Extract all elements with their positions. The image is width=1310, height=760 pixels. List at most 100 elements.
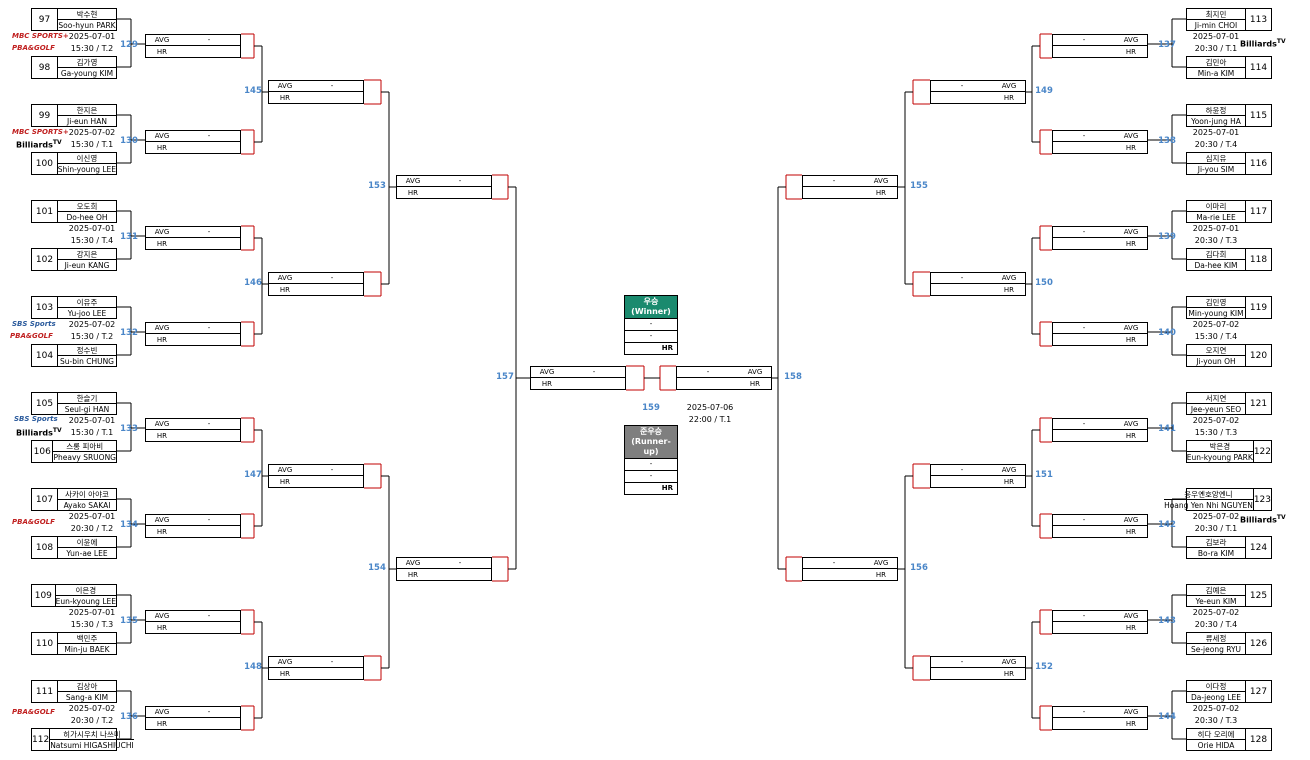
match-score-box[interactable]: AVG-HR <box>802 175 898 199</box>
player-name-en: Yun-ae LEE <box>66 548 108 558</box>
score-row-avg: AVG- <box>1053 227 1147 238</box>
score-value: - <box>960 466 964 474</box>
schedule-time: 20:30 / T.2 <box>70 716 114 725</box>
player-name-kr: 이신영 <box>57 153 116 164</box>
match-score-box[interactable]: AVG-HR <box>1052 130 1148 154</box>
match-score-box[interactable]: AVG-HR <box>1052 610 1148 634</box>
label-hr: HR <box>1125 335 1137 344</box>
winner-box-subtitle: (Winner) <box>631 307 671 316</box>
score-row-avg: AVG- <box>146 419 240 430</box>
match-score-box[interactable]: AVG-HR <box>145 322 241 346</box>
score-row-avg: AVG- <box>531 367 625 378</box>
match-score-box[interactable]: AVG-HR <box>1052 514 1148 538</box>
match-score-box[interactable]: AVG-HR <box>145 226 241 250</box>
match-score-box[interactable]: AVG-HR <box>930 464 1026 488</box>
label-hr: HR <box>279 285 291 294</box>
score-row-hr: HR <box>931 92 1025 103</box>
score-row-avg: AVG- <box>269 657 363 668</box>
player-name-en: Ji-eun KANG <box>64 260 110 270</box>
match-score-box[interactable]: AVG-HR <box>145 34 241 58</box>
score-row-hr: HR <box>146 142 240 153</box>
match-score-box[interactable]: AVG-HR <box>268 272 364 296</box>
player-name-kr: 히다 오리에 <box>1187 729 1245 740</box>
schedule-date: 2025-07-02 <box>1192 512 1240 521</box>
match-score-box[interactable]: AVG-HR <box>145 514 241 538</box>
match-score-box[interactable]: AVG-HR <box>1052 34 1148 58</box>
schedule-date: 2025-07-01 <box>68 416 116 425</box>
schedule-time: 15:30 / T.4 <box>1194 332 1238 341</box>
label-hr: HR <box>1125 527 1137 536</box>
player-name-en: Min-ju BAEK <box>64 644 110 654</box>
schedule-date: 2025-07-02 <box>1192 608 1240 617</box>
score-value: - <box>207 708 211 716</box>
match-score-box[interactable]: AVG-HR <box>930 272 1026 296</box>
match-score-box[interactable]: AVG-HR <box>1052 706 1148 730</box>
player-name-en: Soo-hyun PARK <box>58 20 116 30</box>
label-hr: HR <box>156 239 168 248</box>
mbc-sports-logo: MBC SPORTS+ <box>12 32 69 40</box>
score-value: - <box>960 274 964 282</box>
match-score-box[interactable]: AVG-HR <box>145 706 241 730</box>
match-score-box[interactable]: AVG-HR <box>396 175 492 199</box>
match-score-box[interactable]: AVG-HR <box>676 366 772 390</box>
match-score-box[interactable]: AVG-HR <box>145 418 241 442</box>
match-score-box[interactable]: AVG-HR <box>802 557 898 581</box>
match-score-box[interactable]: AVG-HR <box>268 464 364 488</box>
match-score-box[interactable]: AVG-HR <box>268 656 364 680</box>
player-name-en: Ga-young KIM <box>60 68 114 78</box>
match-score-box[interactable]: AVG-HR <box>1052 418 1148 442</box>
match-score-box[interactable]: AVG-HR <box>268 80 364 104</box>
match-score-box[interactable]: AVG-HR <box>396 557 492 581</box>
match-score-box[interactable]: AVG-HR <box>145 610 241 634</box>
match-score-box[interactable]: AVG-HR <box>930 656 1026 680</box>
player-name-kr: 서지연 <box>1187 393 1245 404</box>
score-row-avg: AVG- <box>803 558 897 569</box>
match-score-box[interactable]: AVG-HR <box>145 130 241 154</box>
match-score-box[interactable]: AVG-HR <box>530 366 626 390</box>
match-score-box[interactable]: AVG-HR <box>1052 322 1148 346</box>
player-name-kr: 심지유 <box>1187 153 1245 164</box>
schedule-date: 2025-07-02 <box>68 128 116 137</box>
match-score-box[interactable]: AVG-HR <box>930 80 1026 104</box>
score-row-hr: HR <box>1053 622 1147 633</box>
match-score-box[interactable]: AVG-HR <box>1052 226 1148 250</box>
